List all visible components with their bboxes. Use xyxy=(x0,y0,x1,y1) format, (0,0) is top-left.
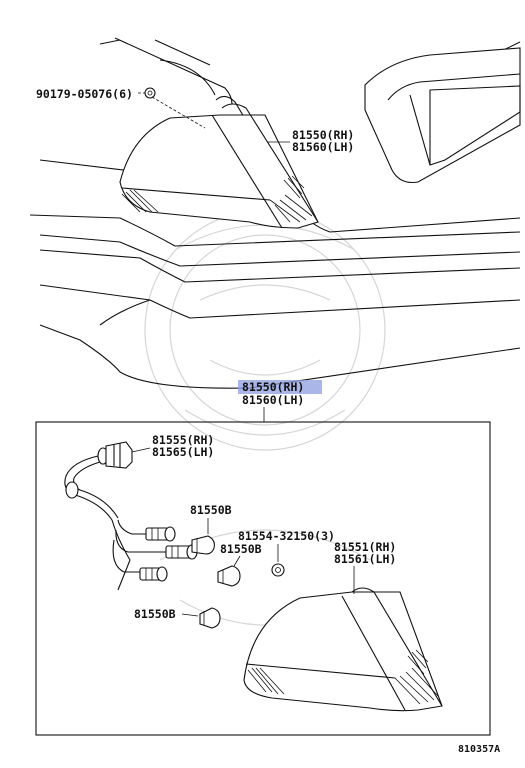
label-lens-rh: 81551(RH) xyxy=(334,540,396,554)
label-bulb-1: 81550B xyxy=(190,503,232,517)
tail-lamp-top xyxy=(119,103,319,229)
label-assy-lh: 81560(LH) xyxy=(242,393,304,407)
label-lens-lh: 81561(LH) xyxy=(334,552,396,566)
leader-bulb-2 xyxy=(233,555,241,567)
leader-nut-top xyxy=(138,92,206,129)
label-lamp-top-lh: 81560(LH) xyxy=(292,140,354,154)
highlight-box xyxy=(238,380,322,394)
leader-bulb-3 xyxy=(181,613,199,617)
diagram-id: 810357A xyxy=(458,744,500,755)
label-bulb-3: 81550B xyxy=(134,607,176,621)
bulb-icon-1 xyxy=(191,535,215,555)
label-socket-rh: 81555(RH) xyxy=(152,433,214,447)
nut-icon xyxy=(144,87,156,99)
detail-frame xyxy=(35,421,491,736)
bulb-icon-2 xyxy=(217,565,241,587)
leader-socket xyxy=(131,447,151,453)
label-bulb-2: 81550B xyxy=(220,542,262,556)
label-lamp-top-rh: 81550(RH) xyxy=(292,128,354,142)
socket-wire-harness xyxy=(64,441,198,591)
label-nut-inner: 81554-32150(3) xyxy=(238,529,335,543)
bulb-icon-3 xyxy=(199,607,221,629)
label-socket-lh: 81565(LH) xyxy=(152,445,214,459)
label-nut-top: 90179-05076(6) xyxy=(36,87,133,101)
tail-lamp-lens xyxy=(243,587,443,712)
high-mount-lamp xyxy=(364,47,521,184)
label-assy-rh: 81550(RH) xyxy=(242,380,304,394)
nut-icon-inner xyxy=(271,563,285,577)
